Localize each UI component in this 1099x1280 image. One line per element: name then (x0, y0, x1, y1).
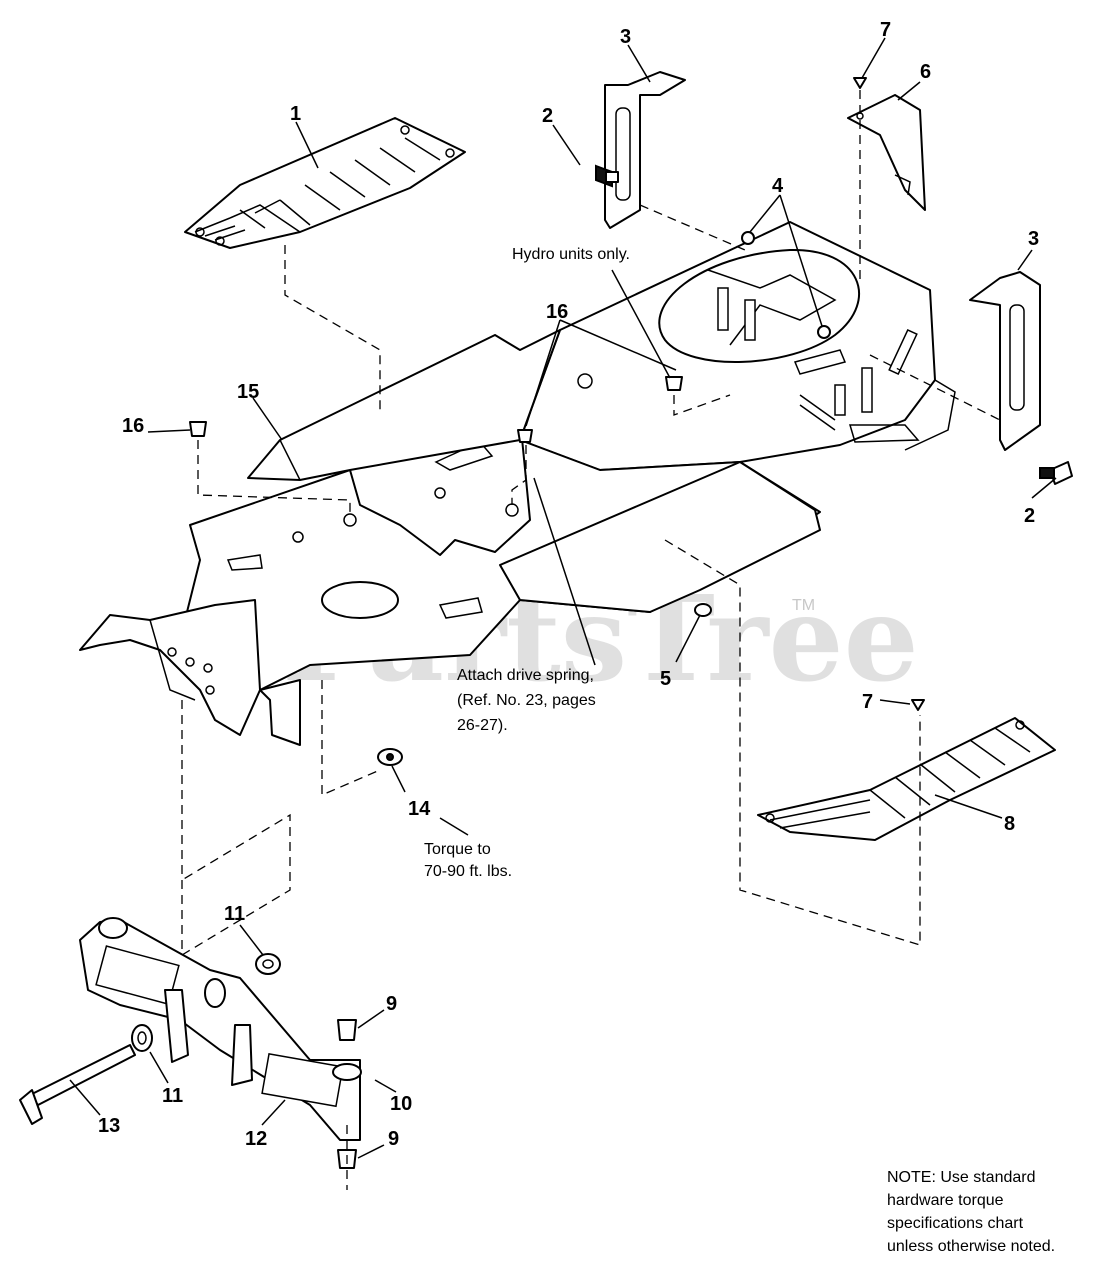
callout-labels: 1 2 2 3 3 4 5 6 7 7 8 9 9 10 11 11 12 13… (98, 19, 1039, 1150)
bracket-right (969, 271, 1041, 451)
hydro-note: Hydro units only. (512, 246, 630, 263)
plug-5 (694, 603, 712, 617)
note-line-3: specifications chart (887, 1215, 1024, 1232)
callout-6: 6 (920, 61, 931, 83)
bolt-2-top (595, 164, 619, 188)
bolt-2-right (1039, 461, 1073, 485)
callout-8: 8 (1004, 813, 1015, 835)
callout-11-top: 11 (224, 903, 245, 925)
annotations: Hydro units only. Attach drive spring, (… (424, 246, 630, 880)
leader-lines (69, 37, 1057, 1159)
clip-7 (853, 77, 925, 711)
callout-16-left: 16 (122, 415, 144, 437)
note-line-2: hardware torque (887, 1192, 1004, 1209)
callout-7-top: 7 (880, 19, 891, 41)
assembly-lines (181, 90, 1001, 1190)
callout-14: 14 (408, 798, 431, 820)
pivot-pin-13 (19, 1044, 136, 1125)
callout-7-right: 7 (862, 691, 873, 713)
watermark-tm: TM (792, 597, 815, 614)
front-axle (79, 917, 362, 1141)
callout-1: 1 (290, 103, 301, 125)
torque-note-line2: 70-90 ft. lbs. (424, 863, 512, 880)
callout-9-bottom: 9 (388, 1128, 399, 1150)
bracket-top (604, 71, 686, 229)
callout-15: 15 (237, 381, 259, 403)
nut-16 (189, 376, 683, 443)
torque-spec-note: NOTE: Use standard hardware torque speci… (887, 1166, 1092, 1258)
callout-9-top: 9 (386, 993, 397, 1015)
callout-16-center: 16 (546, 301, 568, 323)
callout-13: 13 (98, 1115, 120, 1137)
bushing-9 (337, 1019, 357, 1169)
callout-5: 5 (660, 668, 671, 690)
cover-plate (847, 94, 926, 211)
drive-spring-note-line1: Attach drive spring, (457, 667, 594, 684)
nut-4 (741, 231, 831, 339)
callout-11-bottom: 11 (162, 1085, 183, 1107)
foot-board-left (184, 117, 466, 249)
foot-board-right (757, 717, 1056, 841)
note-line-4: unless otherwise noted. (887, 1238, 1056, 1255)
callout-3-top: 3 (620, 26, 631, 48)
callout-12: 12 (245, 1128, 267, 1150)
note-line-1: NOTE: Use standard (887, 1169, 1036, 1186)
washer-11 (131, 953, 281, 1052)
callout-4: 4 (772, 175, 784, 197)
callout-2-top: 2 (542, 105, 553, 127)
drive-spring-note-line2: (Ref. No. 23, pages (457, 692, 596, 709)
main-frame (79, 221, 956, 746)
torque-note-line1: Torque to (424, 841, 491, 858)
washer-14 (377, 748, 403, 766)
callout-10: 10 (390, 1093, 412, 1115)
callout-2-right: 2 (1024, 505, 1035, 527)
drive-spring-note-line3: 26-27). (457, 717, 508, 734)
callout-3-right: 3 (1028, 228, 1039, 250)
